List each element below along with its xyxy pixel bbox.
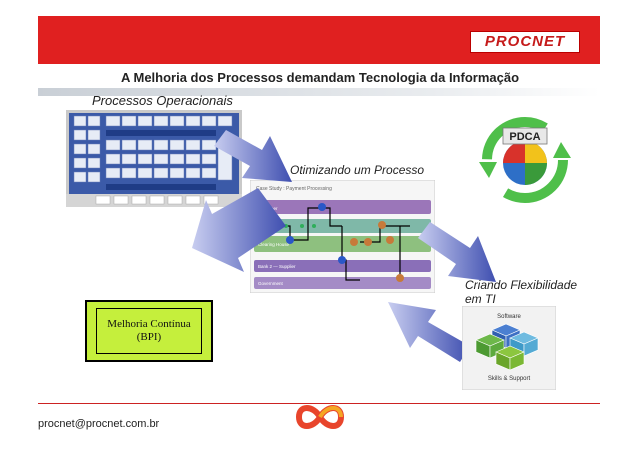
arrow-to-optimizing bbox=[214, 130, 292, 182]
slide-title: A Melhoria dos Processos demandam Tecnol… bbox=[120, 70, 520, 85]
process-flow-diagram: Case Study : Payment Processing Customer… bbox=[250, 180, 435, 293]
pdca-label: PDCA bbox=[509, 131, 540, 143]
pdca-cycle-icon: PDCA bbox=[479, 117, 571, 203]
procnet-logo bbox=[470, 31, 580, 53]
operational-processes-thumbnail bbox=[66, 110, 242, 207]
bpi-label: Melhoria Contínua (BPI) bbox=[107, 318, 191, 343]
bpi-inner-frame: Melhoria Contínua (BPI) bbox=[96, 308, 202, 354]
footer-email[interactable]: procnet@procnet.com.br bbox=[38, 418, 160, 430]
lane-label: Bank 2 — Supplier bbox=[258, 264, 296, 269]
arrow-to-flexibility bbox=[418, 222, 496, 282]
lane-customer bbox=[254, 200, 431, 214]
lane-government bbox=[254, 277, 431, 289]
lane-label: Government bbox=[258, 281, 284, 286]
infinity-logo-icon bbox=[295, 405, 345, 429]
it-skills-label: Skills & Support bbox=[488, 376, 531, 382]
lane-bank-supplier bbox=[254, 260, 431, 272]
arrow-to-processes bbox=[192, 188, 286, 272]
operational-processes-label: Processos Operacionais bbox=[92, 93, 233, 108]
procnet-logo-text: PROCNET bbox=[484, 33, 566, 50]
optimizing-process-label: Otimizando um Processo bbox=[290, 163, 425, 177]
it-software-label: Software bbox=[497, 314, 521, 320]
arrow-to-optimizing-from-it bbox=[388, 302, 470, 362]
it-flexibility-label: Criando Flexibilidade em TI bbox=[465, 278, 578, 306]
title-gradient-divider bbox=[38, 88, 600, 96]
bpi-box bbox=[85, 300, 213, 362]
it-stack-graphic: Software Skills & Support bbox=[462, 306, 556, 390]
lane-label: Clearing House bbox=[258, 242, 290, 247]
footer-divider bbox=[38, 403, 600, 404]
flow-diagram-title: Case Study : Payment Processing bbox=[256, 186, 332, 192]
